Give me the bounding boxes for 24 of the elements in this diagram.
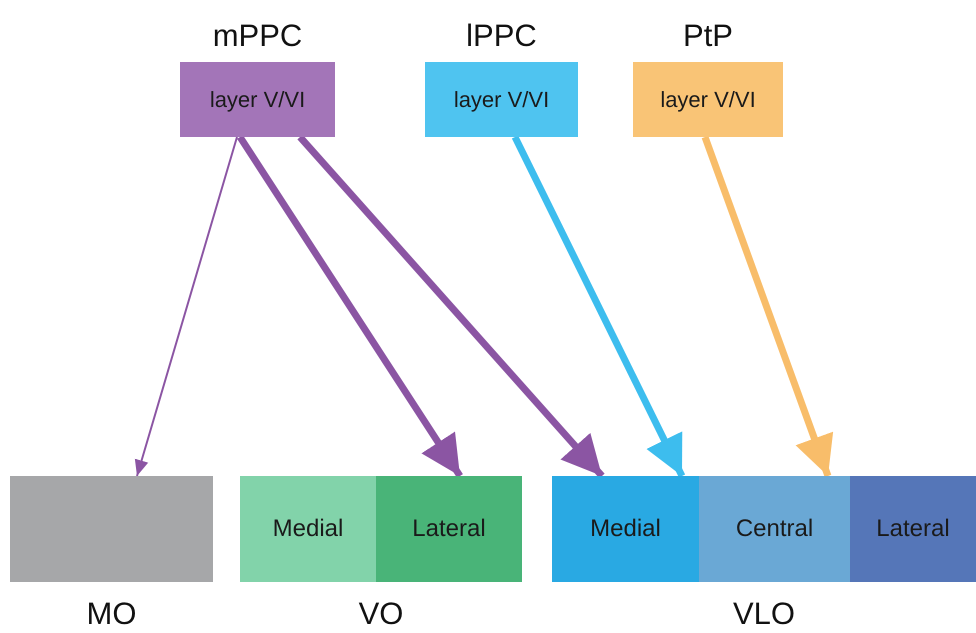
region-title: MO (86, 596, 138, 632)
region-title: PtP (682, 18, 734, 54)
region-label: Medial (590, 515, 661, 543)
arrow (702, 136, 834, 478)
arrow (237, 135, 463, 478)
arrow (512, 135, 686, 478)
region-title: lPPC (465, 18, 538, 54)
region-label: Central (736, 515, 814, 543)
arrow (134, 136, 238, 476)
region-box (240, 476, 376, 582)
region-box (552, 476, 699, 582)
region-box (850, 476, 976, 582)
region-label: Lateral (412, 515, 486, 543)
region-box (699, 476, 850, 582)
region-box (376, 476, 522, 582)
region-label: Lateral (876, 515, 950, 543)
arrow (297, 134, 605, 478)
region-title: VLO (732, 596, 796, 632)
region-title: VO (358, 596, 404, 632)
region-title: mPPC (212, 18, 304, 54)
region-label: layer V/VI (454, 86, 550, 112)
region-label: layer V/VI (210, 86, 306, 112)
region-label: Medial (272, 515, 344, 543)
region-label: layer V/VI (660, 86, 756, 112)
